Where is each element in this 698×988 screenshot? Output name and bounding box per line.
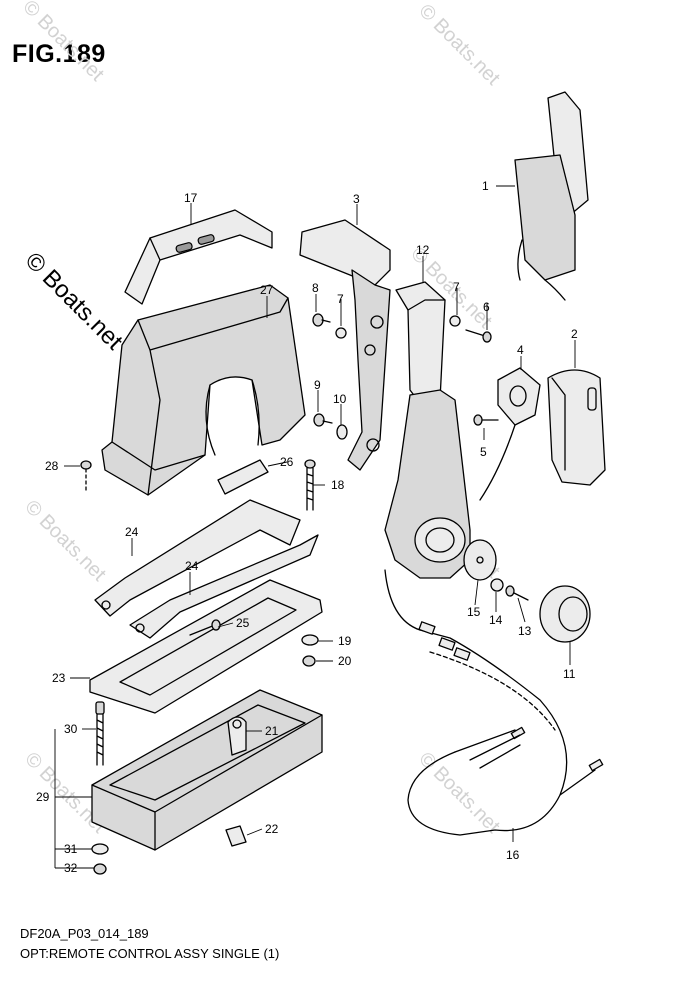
label-28: 28 (45, 459, 59, 473)
label-23: 23 (52, 671, 66, 685)
label-11: 11 (563, 667, 576, 681)
part-2-grip (547, 369, 606, 486)
part-16-harness (384, 569, 604, 836)
part-24-brackets (94, 499, 319, 639)
part-21-link (227, 716, 247, 756)
label-6: 6 (483, 300, 490, 314)
part-19-washer (301, 634, 319, 646)
part-31-washer (91, 843, 109, 855)
part-4-switch (479, 367, 541, 501)
part-15-plate (463, 539, 497, 581)
part-32-nut (93, 863, 107, 875)
part-1-assembly (514, 91, 589, 301)
label-32: 32 (64, 861, 78, 875)
part-25-screw (189, 619, 221, 636)
part-14-washer (490, 578, 504, 592)
watermark-faint: © Boats.net (20, 496, 110, 586)
part-30-bolt (95, 701, 105, 766)
label-24-bottom: 24 (185, 559, 199, 573)
label-14: 14 (489, 613, 503, 627)
label-16: 16 (506, 848, 520, 862)
label-8: 8 (312, 281, 319, 295)
part-29-base (91, 689, 323, 851)
watermark-faint: © Boats.net (18, 0, 108, 86)
part-27-housing (101, 284, 306, 496)
label-2: 2 (571, 327, 578, 341)
part-20-nut (302, 655, 316, 667)
part-9-screw (313, 413, 333, 427)
diagram-caption: OPT:REMOTE CONTROL ASSY SINGLE (1) (20, 946, 280, 961)
label-12: 12 (416, 243, 430, 257)
watermark-main: © Boats.net (20, 247, 128, 355)
label-13: 13 (518, 624, 532, 638)
label-26: 26 (280, 455, 294, 469)
label-15: 15 (467, 605, 481, 619)
part-22-clip (225, 825, 247, 847)
part-18-bolt (304, 459, 316, 511)
watermark-faint: © Boats.net (414, 0, 504, 90)
label-5: 5 (480, 445, 487, 459)
label-30: 30 (64, 722, 78, 736)
label-22: 22 (265, 822, 279, 836)
label-1: 1 (482, 179, 489, 193)
part-3-lever (299, 219, 391, 471)
part-10-collar (336, 424, 348, 440)
callout-labels: 1 2 3 4 5 6 7 7 8 9 10 11 12 13 14 15 16… (36, 179, 578, 875)
label-9: 9 (314, 378, 321, 392)
part-13-screw (505, 585, 529, 601)
label-21: 21 (265, 724, 279, 738)
label-20: 20 (338, 654, 352, 668)
label-7-right: 7 (453, 280, 460, 294)
label-29: 29 (36, 790, 50, 804)
label-31: 31 (64, 842, 78, 856)
part-6-screw (465, 329, 492, 343)
label-18: 18 (331, 478, 345, 492)
part-26-gasket (217, 459, 269, 495)
label-19: 19 (338, 634, 352, 648)
leader-lines (54, 185, 576, 869)
label-25: 25 (236, 616, 250, 630)
part-28-screw (80, 460, 92, 491)
part-17-top-cover (124, 209, 273, 305)
label-4: 4 (517, 343, 524, 357)
part-5-screw (473, 414, 499, 426)
label-10: 10 (333, 392, 347, 406)
part-8-screw (312, 313, 331, 327)
label-24-top: 24 (125, 525, 139, 539)
label-17: 17 (184, 191, 198, 205)
label-7-left: 7 (337, 292, 344, 306)
part-11-cap (539, 585, 591, 643)
diagram-code: DF20A_P03_014_189 (20, 926, 149, 941)
figure-title: FIG.189 (12, 40, 106, 68)
control-body (384, 389, 471, 579)
label-27: 27 (260, 283, 274, 297)
label-3: 3 (353, 192, 360, 206)
part-7-washer (335, 327, 347, 339)
part-7-washer-right (449, 315, 461, 327)
